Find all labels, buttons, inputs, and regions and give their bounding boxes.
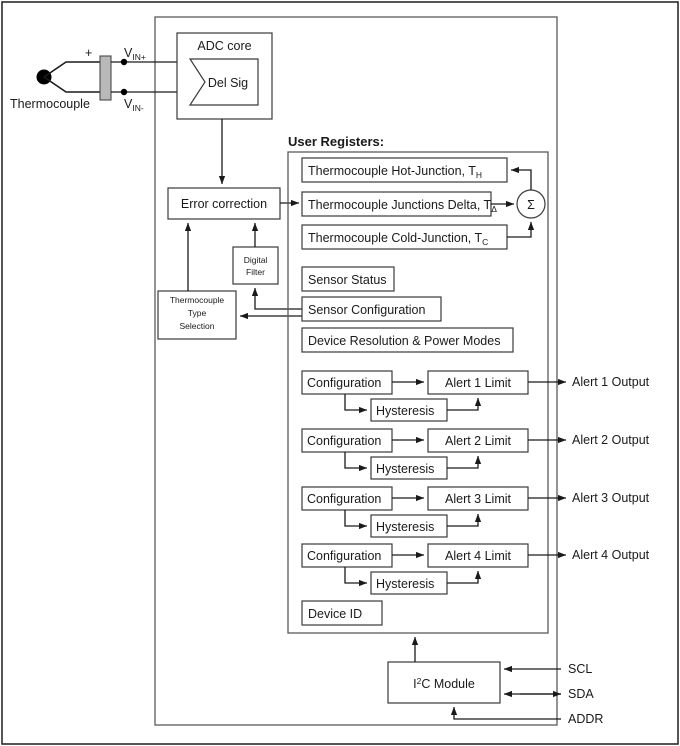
- sda-pin-label: SDA: [568, 687, 594, 701]
- alert-config-label: Configuration: [307, 492, 381, 506]
- sensor-configuration-box: [301, 296, 442, 322]
- alert-hysteresis-label: Hysteresis: [376, 404, 434, 418]
- summation-symbol: Σ: [527, 198, 535, 212]
- alert-output-label: Alert 3 Output: [572, 491, 650, 505]
- alert-limit-label: Alert 4 Limit: [445, 549, 512, 563]
- cold-junction-register-label: Thermocouple Cold-Junction, TC: [308, 231, 488, 247]
- error-correction-label: Error correction: [181, 197, 267, 211]
- i2c-module-box: [387, 661, 501, 704]
- chip-boundary: [154, 16, 558, 726]
- thermocouple-label: Thermocouple: [10, 97, 90, 111]
- user-registers-container: [287, 151, 549, 634]
- i2c-section: I2C Module SCL SDA ADDR: [387, 636, 603, 726]
- wire-config-to-hysteresis: [344, 510, 368, 530]
- vin-plus-label: VIN+: [124, 46, 146, 62]
- error-correction-box: [167, 187, 281, 220]
- sensor-status-box: [301, 266, 395, 292]
- user-registers-section: User Registers: Thermocouple Hot-Junctio…: [287, 134, 549, 634]
- device-id-box: [301, 600, 383, 626]
- adc-core-title: ADC core: [197, 39, 251, 53]
- delta-register-box: [301, 191, 492, 217]
- tc-type-label-1: Thermocouple: [170, 295, 225, 305]
- hot-junction-register-label: Thermocouple Hot-Junction, TH: [308, 164, 482, 180]
- sensor-configuration-label: Sensor Configuration: [308, 303, 425, 317]
- digital-filter-label: Digital: [244, 255, 268, 265]
- thermocouple-type-selection-box: [157, 290, 237, 340]
- digital-filter-label-2: Filter: [246, 267, 265, 277]
- thermocouple-connector: [99, 55, 112, 101]
- alert-output-label: Alert 2 Output: [572, 433, 650, 447]
- i2c-module-label: I2C Module: [413, 676, 475, 691]
- alert-groups: Configuration Alert 1 Limit Hysteresis A…: [301, 370, 650, 595]
- thermocouple-lead-plus: [43, 61, 100, 78]
- addr-pin-label: ADDR: [568, 712, 603, 726]
- wire-addr: [450, 706, 561, 720]
- device-resolution-label: Device Resolution & Power Modes: [308, 334, 500, 348]
- alert-hysteresis-label: Hysteresis: [376, 520, 434, 534]
- alert-config-label: Configuration: [307, 434, 381, 448]
- alert-hysteresis-label: Hysteresis: [376, 577, 434, 591]
- vin-minus-label: VIN-: [124, 97, 144, 113]
- alert-limit-label: Alert 1 Limit: [445, 376, 512, 390]
- delta-sigma-label: Del Sig: [208, 76, 248, 90]
- device-id-label: Device ID: [308, 607, 362, 621]
- alert-group-1: Configuration Alert 1 Limit Hysteresis A…: [301, 370, 650, 422]
- alert-output-label: Alert 1 Output: [572, 375, 650, 389]
- vin-minus-node-dot: [120, 88, 128, 96]
- digital-filter-box: [232, 246, 279, 285]
- hot-junction-register-box: [301, 157, 508, 183]
- thermocouple-lead-minus: [43, 76, 100, 93]
- wire-config-to-hysteresis: [344, 567, 368, 587]
- alert-config-label: Configuration: [307, 549, 381, 563]
- vin-plus-node-dot: [120, 58, 128, 66]
- alert-config-label: Configuration: [307, 376, 381, 390]
- alert-output-label: Alert 4 Output: [572, 548, 650, 562]
- alert-group-2: Configuration Alert 2 Limit Hysteresis A…: [301, 428, 650, 480]
- delta-register-label: Thermocouple Junctions Delta, TΔ: [308, 198, 497, 214]
- tc-type-label-3: Selection: [180, 321, 215, 331]
- alert-hysteresis-label: Hysteresis: [376, 462, 434, 476]
- sensor-status-label: Sensor Status: [308, 273, 387, 287]
- wire-cold-junction-to-summation: [507, 221, 535, 238]
- device-resolution-box: [301, 327, 514, 353]
- alert-group-4: Configuration Alert 4 Limit Hysteresis A…: [301, 543, 650, 595]
- wire-summation-to-hot-junction: [510, 166, 532, 190]
- wire-hysteresis-to-limit: [447, 397, 482, 411]
- alert-limit-label: Alert 2 Limit: [445, 434, 512, 448]
- wire-config-to-hysteresis: [344, 394, 368, 414]
- wire-hysteresis-to-limit: [447, 570, 482, 584]
- polarity-plus-label: +: [85, 46, 92, 60]
- adc-core-block: ADC core Del Sig: [176, 32, 273, 185]
- cold-junction-register-box: [301, 224, 508, 250]
- scl-pin-label: SCL: [568, 662, 592, 676]
- alert-group-3: Configuration Alert 3 Limit Hysteresis A…: [301, 486, 650, 538]
- user-registers-heading: User Registers:: [288, 134, 384, 149]
- wire-hysteresis-to-limit: [447, 513, 482, 527]
- wire-hysteresis-to-limit: [447, 455, 482, 469]
- wire-config-to-hysteresis: [344, 452, 368, 472]
- tc-type-label-2: Type: [188, 308, 207, 318]
- alert-limit-label: Alert 3 Limit: [445, 492, 512, 506]
- signal-chain-blocks: Error correction Digital Filter Thermoco…: [157, 187, 302, 340]
- wire-sensor-config-to-filter: [251, 287, 302, 310]
- delta-sigma-shape: [188, 58, 259, 106]
